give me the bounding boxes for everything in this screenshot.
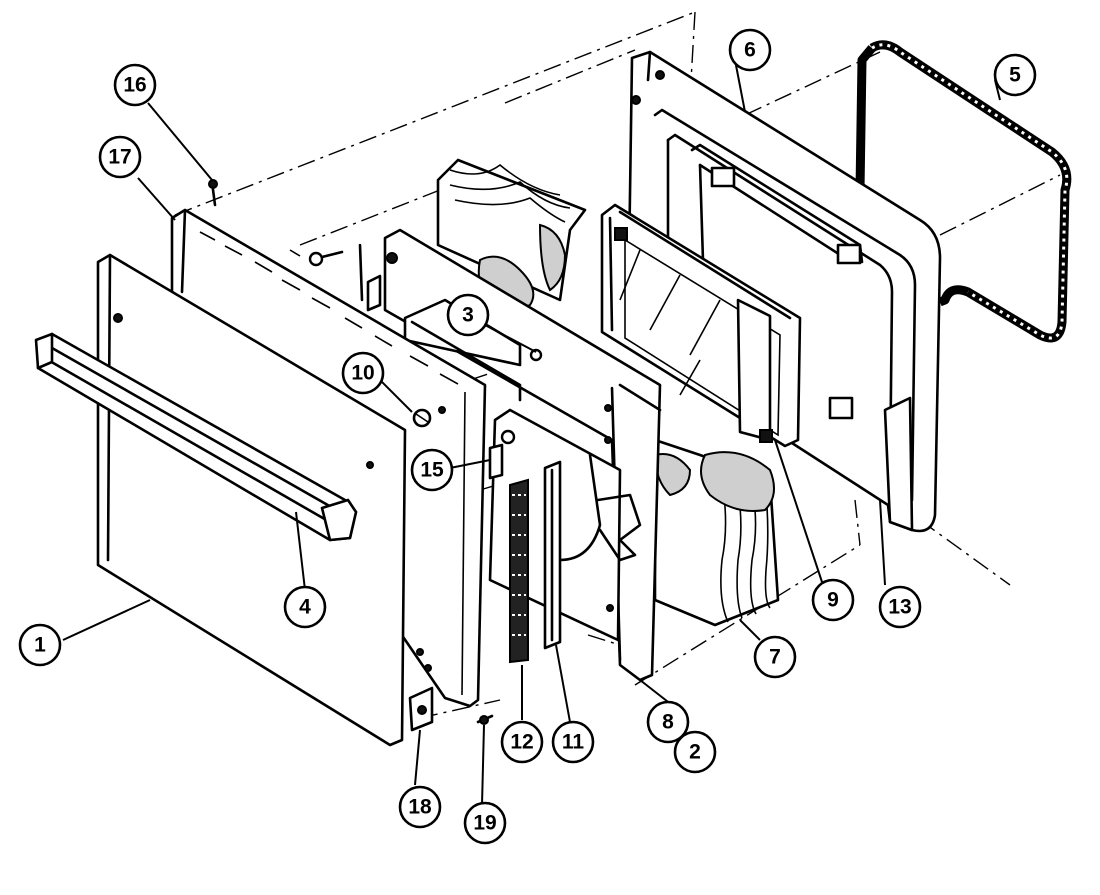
callout-10: 10 [341, 351, 385, 395]
svg-text:17: 17 [108, 146, 131, 169]
svg-text:5: 5 [1009, 64, 1021, 87]
hardware-parts [208, 179, 543, 732]
svg-text:9: 9 [827, 589, 839, 612]
trim-strip-part [543, 460, 562, 650]
svg-text:16: 16 [123, 74, 146, 97]
inner-door-frame-part [626, 50, 942, 533]
callout-15: 15 [410, 448, 454, 492]
callout-7: 7 [753, 635, 797, 679]
svg-text:12: 12 [510, 731, 533, 754]
svg-text:3: 3 [462, 304, 474, 327]
svg-text:6: 6 [744, 39, 756, 62]
svg-text:15: 15 [420, 459, 444, 482]
svg-text:1: 1 [34, 634, 46, 657]
callout-11: 11 [551, 720, 595, 764]
svg-text:18: 18 [408, 796, 432, 819]
callout-1: 1 [18, 623, 62, 667]
svg-text:10: 10 [351, 362, 374, 385]
svg-text:19: 19 [473, 812, 496, 835]
callout-8: 8 [646, 700, 690, 744]
callout-9: 9 [811, 578, 855, 622]
callout-17: 17 [98, 135, 142, 179]
svg-text:2: 2 [689, 741, 701, 764]
svg-text:7: 7 [769, 646, 781, 669]
svg-text:4: 4 [299, 596, 311, 619]
insulation-part [436, 158, 780, 627]
callout-6: 6 [728, 28, 772, 72]
callout-16: 16 [113, 63, 157, 107]
callout-5: 5 [993, 53, 1037, 97]
callout-4: 4 [283, 585, 327, 629]
callout-13: 13 [878, 585, 922, 629]
callout-19: 19 [463, 801, 507, 845]
callout-3: 3 [446, 293, 490, 337]
callout-2: 2 [673, 730, 717, 774]
gasket-strip-part [509, 478, 529, 664]
leader-lines [62, 59, 1001, 806]
callout-18: 18 [398, 785, 442, 829]
vent-slots [199, 231, 459, 385]
svg-text:11: 11 [562, 731, 585, 754]
svg-text:8: 8 [662, 711, 674, 734]
door-handle-part [34, 332, 358, 542]
window-assembly-part [600, 203, 802, 448]
callout-12: 12 [500, 720, 544, 764]
svg-text:13: 13 [888, 596, 911, 619]
